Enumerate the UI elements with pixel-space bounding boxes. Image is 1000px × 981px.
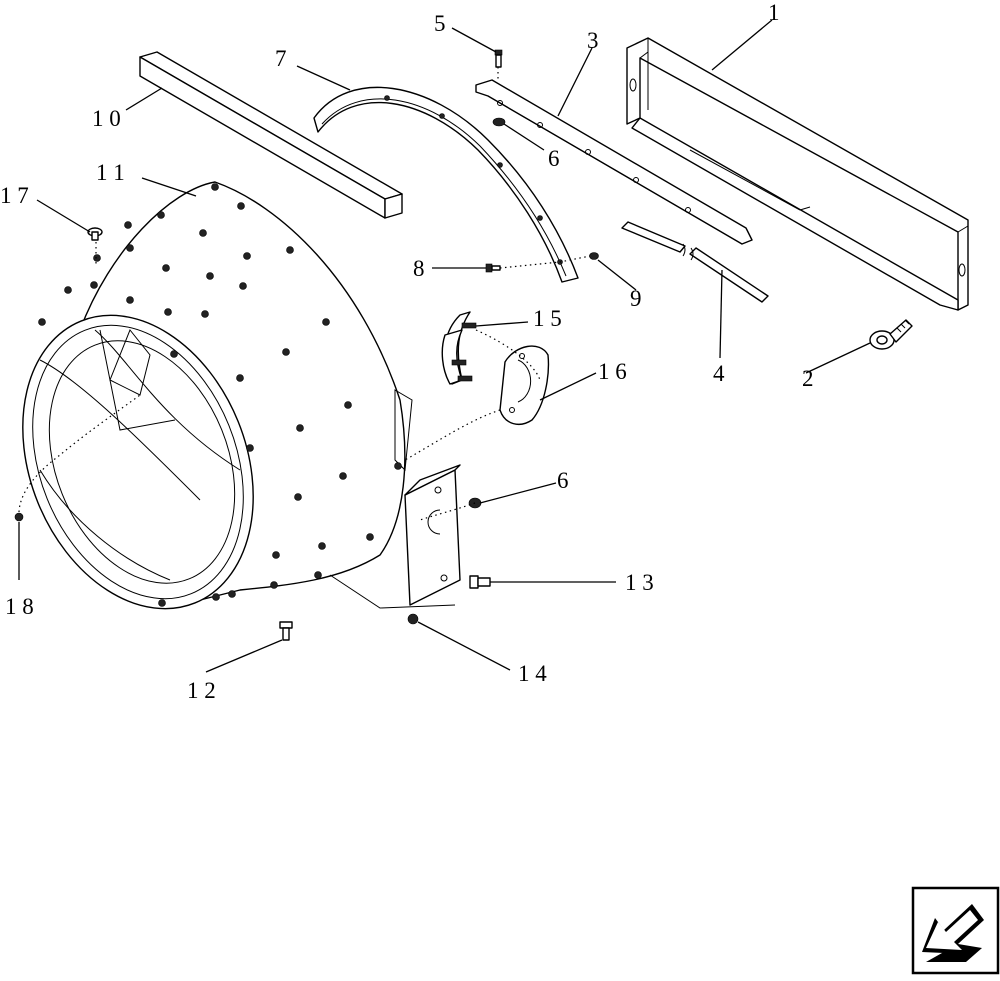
callout-8: 8 bbox=[413, 256, 425, 281]
callout-18: 1 8 bbox=[5, 594, 34, 619]
part-13-bolt bbox=[469, 575, 491, 589]
leader-lines bbox=[18, 19, 871, 673]
callout-6-upper: 6 bbox=[548, 146, 560, 171]
part-2-eye-bolt bbox=[869, 319, 913, 350]
part-11-fan-shroud bbox=[22, 181, 456, 610]
assembly-lines bbox=[18, 67, 591, 521]
back-arrow-icon bbox=[922, 904, 984, 962]
callout-7: 7 bbox=[275, 46, 287, 71]
part-10-square-bar bbox=[139, 51, 403, 219]
part-16-bearing-half bbox=[499, 345, 550, 426]
callout-13: 1 3 bbox=[625, 570, 654, 595]
part-1-channel-frame bbox=[626, 37, 969, 311]
part-15-bearing-half bbox=[441, 311, 477, 385]
part-5-bolt bbox=[494, 49, 503, 68]
callout-9: 9 bbox=[630, 286, 642, 311]
part-18-nut bbox=[14, 512, 24, 522]
callout-3: 3 bbox=[587, 28, 599, 53]
callout-15: 1 5 bbox=[533, 306, 562, 331]
part-14-nut bbox=[407, 613, 419, 625]
part-6-nut-upper bbox=[492, 117, 506, 127]
part-17-bolt bbox=[87, 227, 103, 241]
callout-10: 1 0 bbox=[92, 106, 121, 131]
support-bracket bbox=[404, 464, 461, 606]
callout-2: 2 bbox=[802, 366, 814, 391]
part-4-flat-bar bbox=[621, 221, 769, 303]
back-arrow-button[interactable] bbox=[911, 886, 1000, 975]
part-3-mounting-strip bbox=[475, 79, 753, 245]
callout-1: 1 bbox=[768, 0, 780, 25]
part-9-nut bbox=[589, 252, 599, 260]
part-12-bolt bbox=[279, 621, 293, 641]
callout-17: 1 7 bbox=[0, 183, 29, 208]
callout-6-lower: 6 bbox=[557, 468, 569, 493]
part-7-curved-rim bbox=[313, 86, 579, 283]
callout-labels: 1 2 3 4 5 6 6 7 8 9 1 0 1 1 1 2 1 3 1 4 … bbox=[0, 0, 814, 703]
part-8-screw bbox=[485, 263, 501, 273]
callout-5: 5 bbox=[434, 11, 446, 36]
callout-11: 1 1 bbox=[96, 160, 125, 185]
callout-12: 1 2 bbox=[187, 678, 216, 703]
callout-14: 1 4 bbox=[518, 661, 547, 686]
callout-16: 1 6 bbox=[598, 359, 627, 384]
callout-4: 4 bbox=[713, 361, 725, 386]
